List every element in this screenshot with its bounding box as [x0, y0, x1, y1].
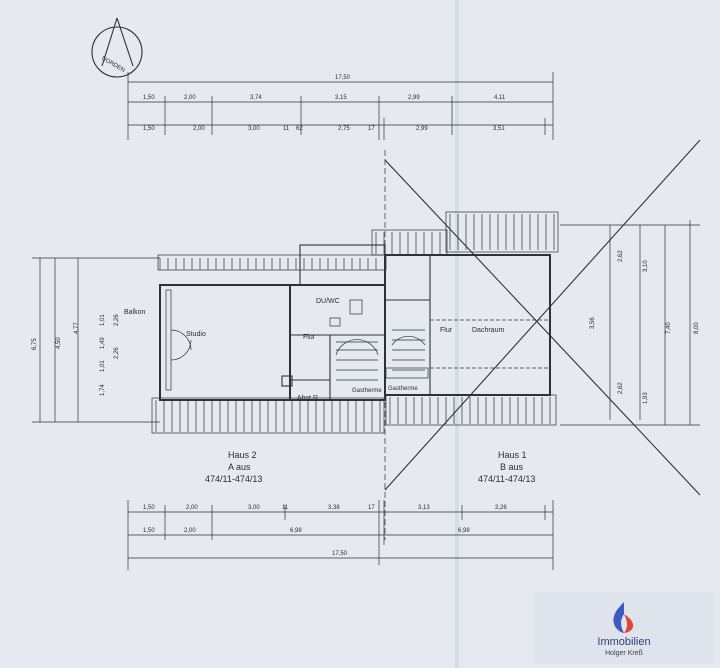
- bottom-dim-2: 2,00: [186, 505, 198, 511]
- room-studio-label: Studio: [186, 331, 206, 338]
- bottom-dim-7: 3,13: [418, 505, 430, 511]
- right-dim-b: 3,10: [643, 260, 649, 272]
- room-abst-label: Abst.R.: [297, 395, 320, 402]
- left-part-3: 1,01: [100, 360, 106, 372]
- house-1-sub: B aus: [500, 462, 524, 472]
- left-part-5: 2,26: [114, 347, 120, 359]
- top-dim-15: 3,51: [493, 126, 505, 132]
- room-balkon-label: Balkon: [124, 309, 146, 316]
- top-dim-10: 11: [283, 126, 290, 132]
- room-du-wc-label: DU/WC: [316, 298, 340, 305]
- room-flur-b-label: Flur: [440, 327, 453, 334]
- right-dim-c: 2,62: [618, 382, 624, 394]
- left-part-4: 2,26: [114, 314, 120, 326]
- walls-haus-1: [384, 254, 551, 396]
- bottom-dim-5: 3,38: [328, 505, 340, 511]
- bottom-dim-6: 17: [368, 505, 375, 511]
- house-1-parcel: 474/11-474/13: [478, 474, 535, 484]
- room-dachraum-label: Dachraum: [472, 327, 504, 334]
- house-2-sub: A aus: [228, 462, 251, 472]
- top-dim-3: 3,74: [250, 95, 262, 101]
- right-total-dim: 8,00: [694, 322, 700, 334]
- bottom-dim-1: 1,50: [143, 505, 155, 511]
- house-flame-logo-icon: [613, 602, 634, 633]
- bottom-dim-8: 3,26: [495, 505, 507, 511]
- right-dim-e: 3,56: [590, 317, 596, 329]
- top-dim-4: 3,15: [335, 95, 347, 101]
- bottom-dim-12: 6,98: [458, 528, 470, 534]
- logo-subtitle: Holger Kreß: [605, 650, 643, 657]
- house-2-parcel: 474/11-474/13: [205, 474, 262, 484]
- top-dim-14: 2,99: [416, 126, 428, 132]
- bottom-dim-9: 1,50: [143, 528, 155, 534]
- left-total-dim: 6,75: [32, 338, 38, 350]
- top-dim-11: 62: [296, 126, 303, 132]
- house-1-name: Haus 1: [498, 450, 527, 460]
- left-dimension-chain: 6,75 4,50 4,77 1,01 1,49 1,01 2,26 2,26 …: [32, 257, 160, 423]
- top-dim-7: 1,50: [143, 126, 155, 132]
- left-mid-dim: 4,50: [56, 337, 62, 349]
- house-labels: Haus 2 A aus 474/11-474/13 Haus 1 B aus …: [205, 450, 535, 484]
- bottom-total-dim: 17,50: [332, 551, 348, 557]
- left-sub-dim: 4,77: [74, 322, 80, 334]
- top-dim-8: 2,00: [193, 126, 205, 132]
- bottom-dim-3: 3,00: [248, 505, 260, 511]
- house-2-name: Haus 2: [228, 450, 257, 460]
- agency-logo: Immobilien Holger Kreß: [534, 592, 714, 664]
- bottom-dimension-chain: 1,50 2,00 3,00 11 3,38 17 3,13 3,26 1,50…: [127, 500, 554, 570]
- bottom-dim-4: 11: [282, 505, 289, 511]
- room-flur-a-label: Flur: [303, 334, 316, 341]
- room-labels: Balkon Studio Flur DU/WC Abst.R. Flur Da…: [124, 298, 504, 402]
- left-part-6: 1,74: [100, 384, 106, 396]
- right-dimension-chain: 2,62 3,10 3,56 2,62 1,93 7,40 8,00: [560, 220, 700, 426]
- top-dim-9: 3,00: [248, 126, 260, 132]
- top-dim-2: 2,00: [184, 95, 196, 101]
- right-dim-d: 1,93: [643, 392, 649, 404]
- room-gastherme-a-label: Gastherme: [352, 388, 382, 394]
- top-dimension-chain: 17,50 1,50 2,00 3,74 3,15 2,99 4,11 1,50…: [127, 72, 554, 140]
- top-total-dim: 17,50: [335, 75, 351, 81]
- top-dim-6: 4,11: [494, 95, 506, 101]
- top-dim-13: 17: [368, 126, 375, 132]
- top-dim-1: 1,50: [143, 95, 155, 101]
- top-dim-5: 2,99: [408, 95, 420, 101]
- bottom-dim-10: 2,00: [184, 528, 196, 534]
- room-gastherme-b-label: Gastherme: [388, 386, 418, 392]
- right-mid-dim: 7,40: [666, 322, 672, 334]
- bottom-dim-11: 6,98: [290, 528, 302, 534]
- right-dim-a: 2,62: [618, 250, 624, 262]
- left-part-2: 1,49: [100, 337, 106, 349]
- left-part-1: 1,01: [100, 314, 106, 326]
- logo-name: Immobilien: [597, 636, 651, 648]
- top-dim-12: 2,75: [338, 126, 350, 132]
